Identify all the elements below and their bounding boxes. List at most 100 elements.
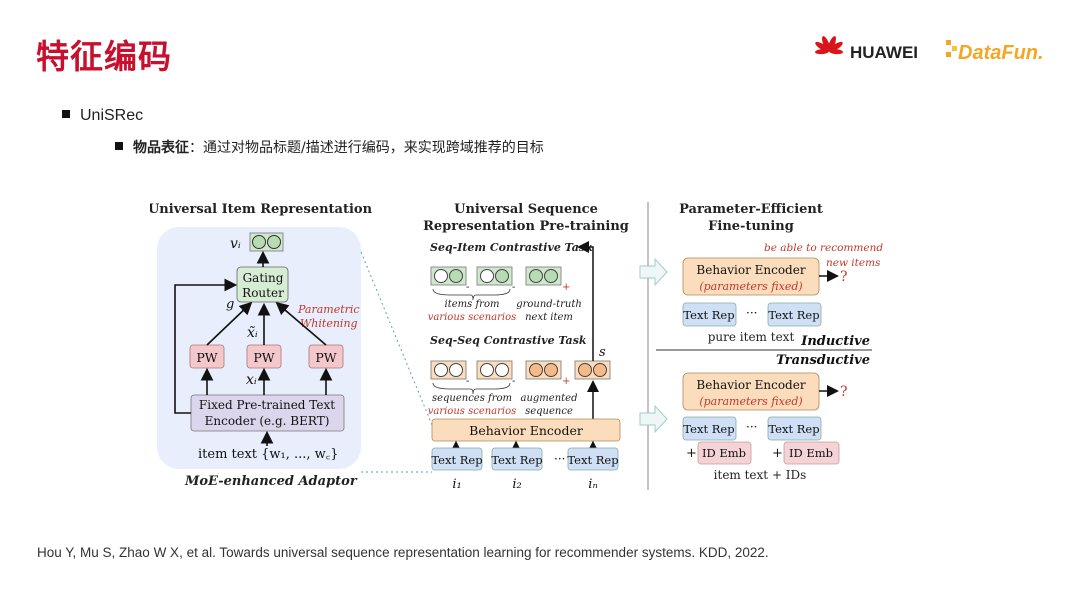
params-fixed-label-inductive: (parameters fixed)	[699, 280, 802, 293]
unisrec-figure: Universal Item Representation vᵢ Gating …	[150, 202, 883, 492]
inductive-label: Inductive	[800, 334, 870, 349]
seq-seq-embeddings	[430, 360, 611, 380]
bullet-unisrec: UniSRec	[62, 107, 143, 125]
behavior-encoder-label: Behavior Encoder	[469, 423, 583, 438]
i2-label: i₂	[512, 477, 521, 492]
in-label: iₙ	[588, 477, 597, 492]
params-fixed-label-transductive: (parameters fixed)	[699, 395, 802, 408]
connector-dotted-top	[360, 251, 433, 426]
encoder-label-1: Fixed Pre-trained Text	[199, 398, 335, 412]
text-rep-box-2	[491, 447, 543, 471]
logos: HUAWEI DataFun.	[815, 36, 1044, 64]
text-rep-box-1	[431, 447, 483, 471]
ground-truth-label-2: next item	[525, 312, 573, 323]
transductive-label: Transductive	[776, 353, 870, 368]
bullet-item-representation-bold: 物品表征	[133, 140, 189, 156]
minus-3: -	[466, 376, 469, 387]
text-rep-box-r1	[682, 302, 737, 327]
behavior-encoder-label-inductive: Behavior Encoder	[696, 263, 805, 277]
text-rep-box-r3	[682, 416, 737, 441]
middle-title-2: Representation Pre-training	[423, 219, 629, 234]
hollow-arrow-2	[639, 404, 668, 434]
behavior-encoder-box	[431, 418, 621, 442]
behavior-encoder-label-transductive: Behavior Encoder	[696, 378, 805, 392]
hollow-arrow-1	[639, 257, 668, 287]
item-text-ids-label: item text + IDs	[714, 468, 807, 482]
pw-label-1: PW	[196, 350, 217, 365]
text-rep-box-3	[567, 447, 619, 471]
plus-2: +	[562, 376, 570, 387]
pw-label-2: PW	[253, 350, 274, 365]
text-rep-label-1: Text Rep	[431, 453, 482, 467]
id-emb-label-1: ID Emb	[702, 446, 746, 460]
text-rep-dots-r1: ···	[746, 306, 757, 320]
s-to-task-arrow	[577, 241, 594, 361]
pure-item-text-label: pure item text	[708, 330, 795, 344]
vi-label: vᵢ	[230, 236, 241, 252]
various-scenarios-1: various scenarios	[428, 312, 517, 323]
ground-truth-label-1: ground-truth	[516, 299, 582, 310]
id-emb-label-2: ID Emb	[789, 446, 833, 460]
recommend-label-1: be able to recommend	[764, 242, 883, 254]
whitening-label: Whitening	[300, 317, 358, 330]
datafun-logo: DataFun.	[946, 40, 1044, 64]
text-rep-label-r2: Text Rep	[768, 308, 819, 322]
huawei-logo: HUAWEI	[815, 36, 918, 62]
middle-title-1: Universal Sequence	[454, 202, 598, 217]
page-title: 特征编码	[36, 37, 172, 76]
encoder-label-2: Encoder (e.g. BERT)	[205, 414, 330, 428]
text-rep-label-3: Text Rep	[567, 453, 618, 467]
vi-embedding	[249, 232, 284, 252]
plus-1: +	[562, 282, 570, 293]
text-rep-dots-r2: ···	[746, 420, 757, 434]
minus-2: -	[512, 282, 515, 293]
text-rep-box-r4	[767, 416, 822, 441]
text-rep-label-r3: Text Rep	[683, 422, 734, 436]
parametric-label: Parametric	[297, 303, 360, 316]
bullet-square-icon	[115, 142, 123, 150]
items-bracket	[432, 288, 511, 301]
i1-label: i₁	[452, 477, 461, 492]
gating-label: Gating	[243, 271, 284, 285]
right-title-1: Parameter-Efficient	[679, 202, 823, 217]
recommend-label-2: new items	[826, 257, 881, 269]
svg-text:DataFun.: DataFun.	[958, 42, 1044, 64]
s-label: s	[599, 345, 606, 360]
citation: Hou Y, Mu S, Zhao W X, et al. Towards un…	[37, 545, 769, 560]
text-rep-label-r1: Text Rep	[683, 308, 734, 322]
minus-1: -	[466, 282, 469, 293]
g-label: g	[226, 297, 234, 312]
seq-item-embeddings	[430, 266, 562, 286]
item-text-label: item text {w₁, ..., w꜀}	[198, 447, 339, 462]
right-panel: Parameter-Efficient Fine-tuning be able …	[639, 202, 883, 482]
augmented-label-2: sequence	[525, 406, 573, 417]
sequences-from-label: sequences from	[432, 393, 512, 404]
bullet-item-representation: 物品表征：通过对物品标题/描述进行编码，来实现跨域推荐的目标	[115, 137, 544, 157]
text-rep-label-2: Text Rep	[491, 453, 542, 467]
plus-id-1: +	[686, 446, 697, 461]
seq-seq-task-label: Seq-Seq Contrastive Task	[430, 334, 587, 347]
seq-item-task-label: Seq-Item Contrastive Task	[430, 241, 593, 254]
id-emb-box-2	[783, 441, 840, 465]
various-scenarios-2: various scenarios	[428, 406, 517, 417]
items-from-label: items from	[445, 299, 500, 310]
id-emb-box-1	[697, 441, 752, 465]
xtilde-label: x̃ᵢ	[247, 325, 258, 341]
augmented-label-1: augmented	[521, 393, 578, 404]
adaptor-label: MoE-enhanced Adaptor	[184, 474, 358, 489]
pw-label-3: PW	[315, 350, 336, 365]
svg-text:HUAWEI: HUAWEI	[850, 43, 918, 62]
plus-id-2: +	[772, 446, 783, 461]
pw1-arrow	[206, 301, 253, 346]
bullet-item-representation-text: ：通过对物品标题/描述进行编码，来实现跨域推荐的目标	[189, 140, 544, 156]
pw3-arrow	[275, 301, 327, 346]
middle-panel: Universal Sequence Representation Pre-tr…	[423, 202, 629, 492]
right-title-2: Fine-tuning	[708, 219, 794, 234]
left-title: Universal Item Representation	[150, 202, 373, 217]
text-rep-box-r2	[767, 302, 822, 327]
gating-skip-arrow	[174, 278, 238, 414]
sequences-bracket	[432, 382, 511, 395]
question-inductive: ?	[840, 269, 848, 285]
xi-label: xᵢ	[246, 372, 257, 388]
router-label: Router	[242, 286, 284, 300]
